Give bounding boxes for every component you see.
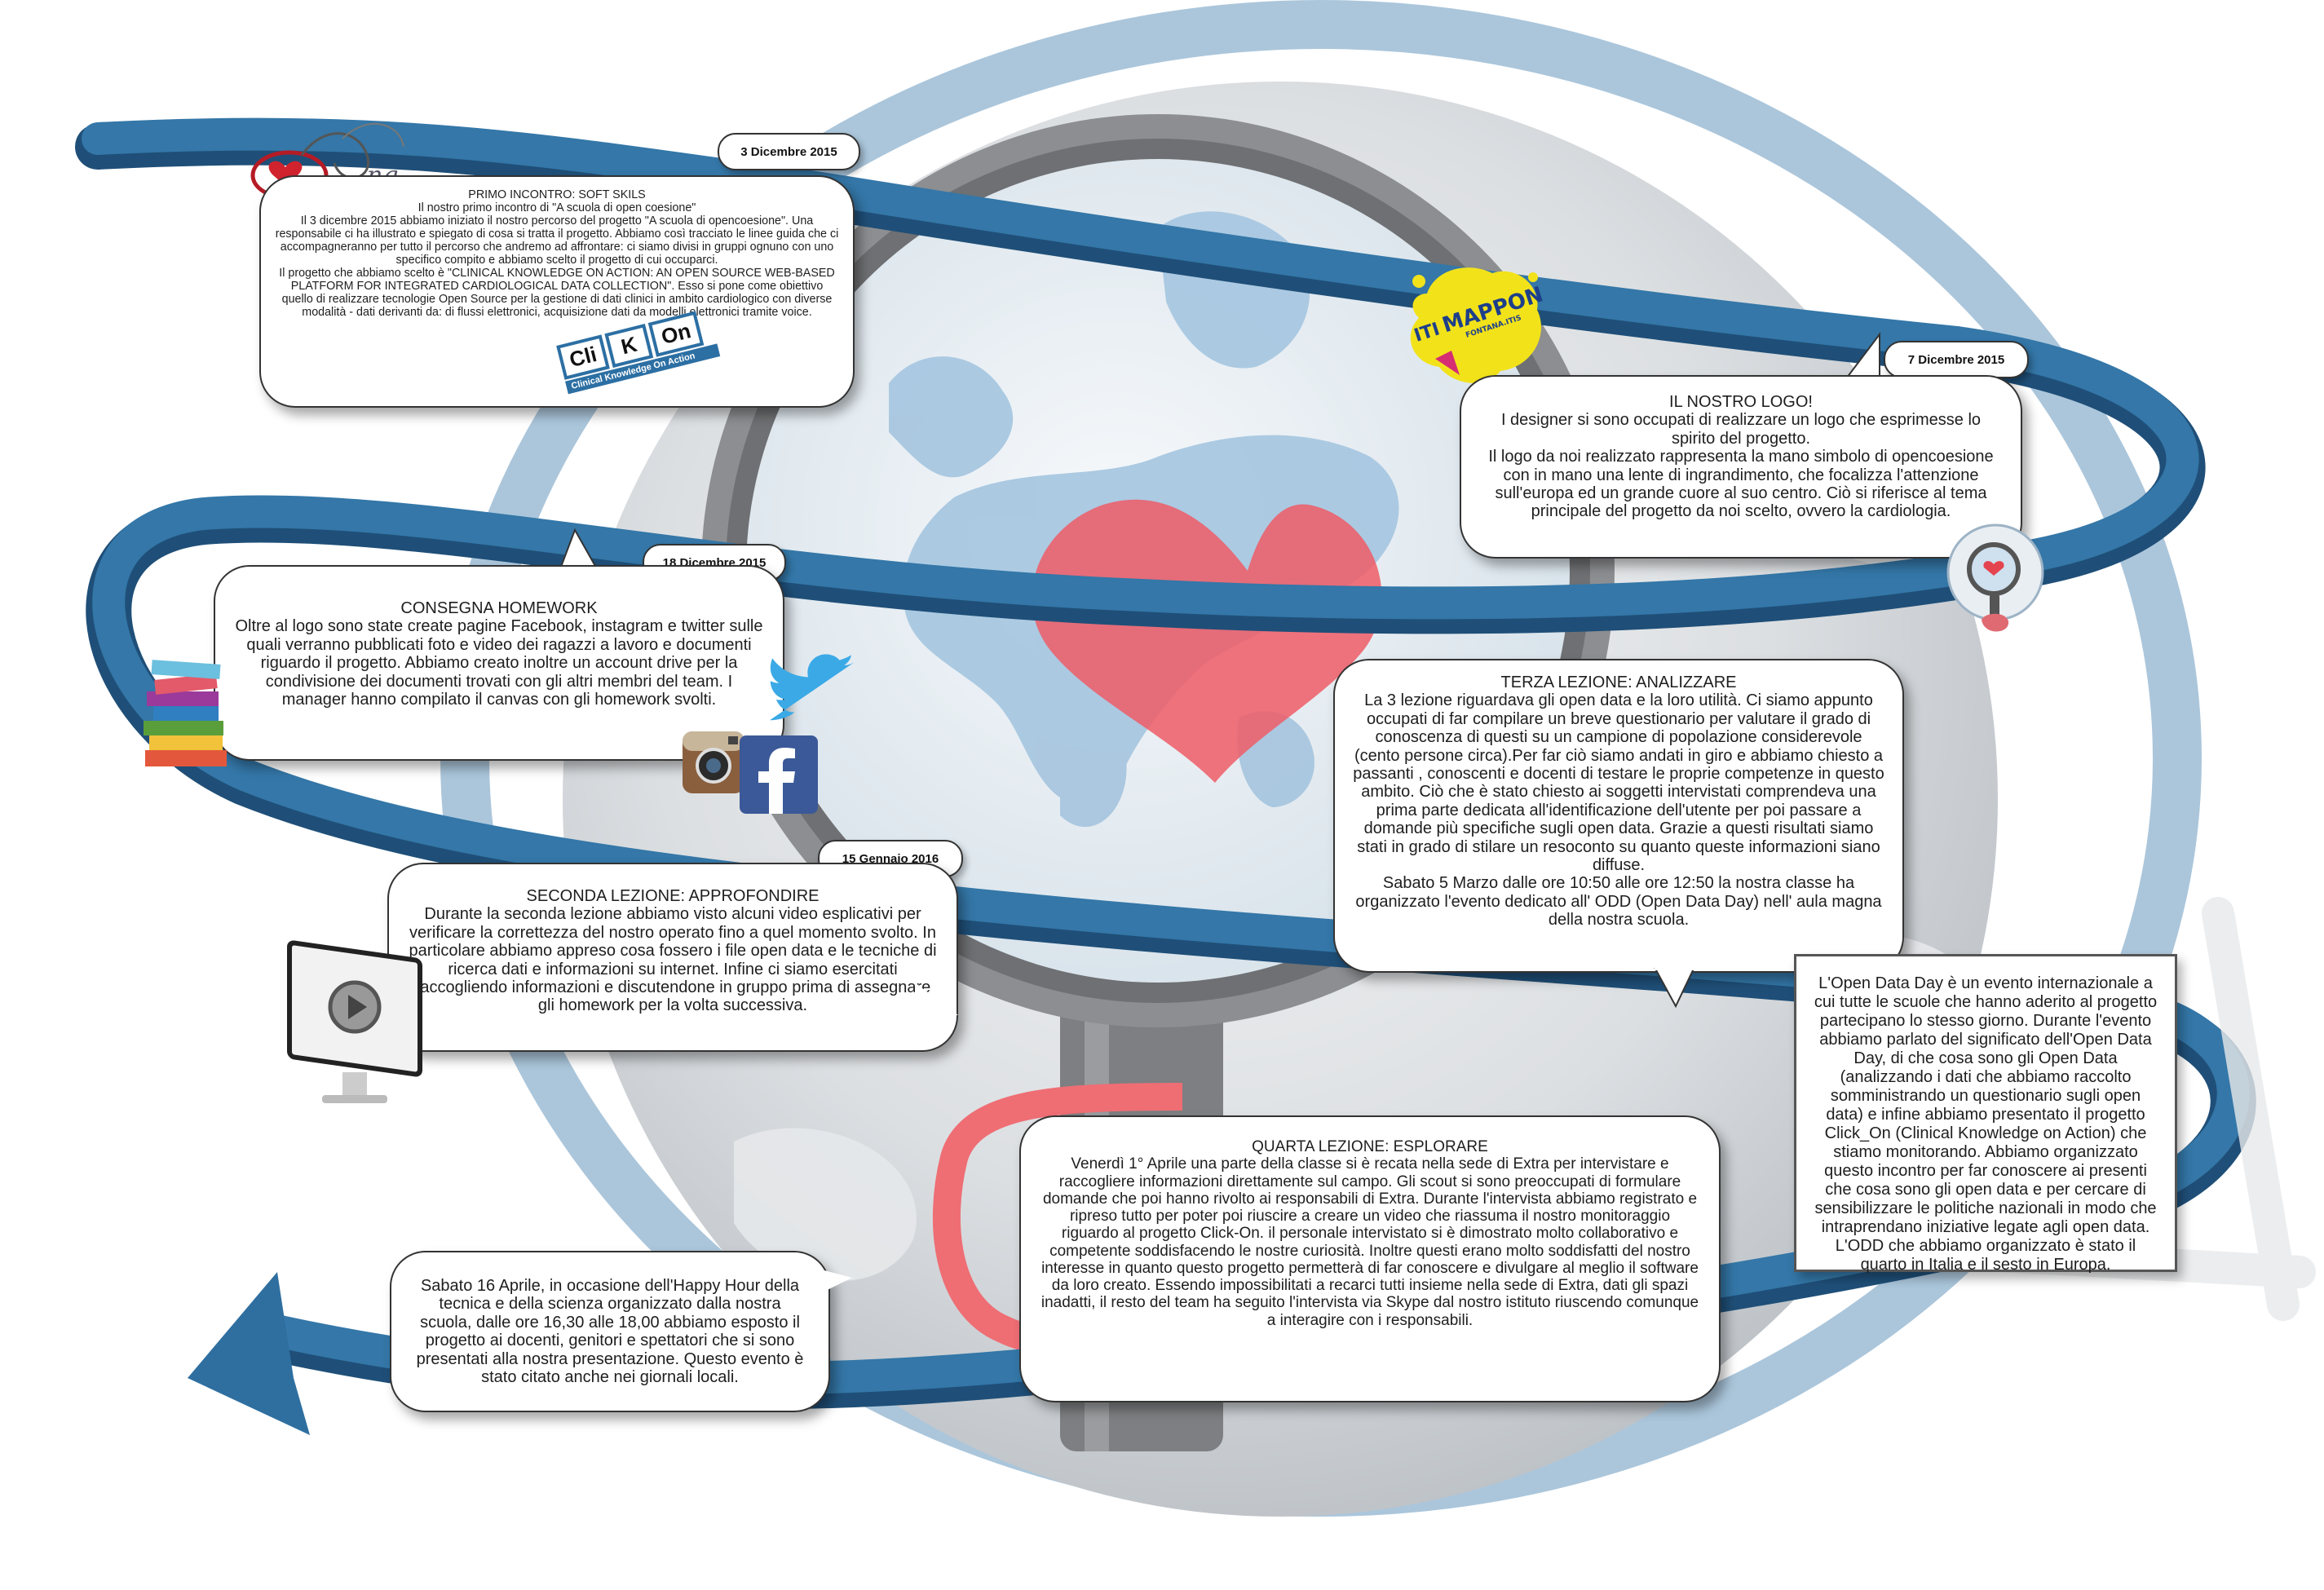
event-title-6: QUARTA LEZIONE: ESPLORARE [1252,1138,1488,1155]
open-data-day-box: L'Open Data Day è un evento internaziona… [1794,954,2177,1274]
bubble-tail-5 [1654,967,1695,1009]
instagram-icon [683,731,744,793]
books-icon [144,660,227,766]
event-text-6: Venerdì 1° Aprile una parte della classe… [1040,1155,1699,1329]
event-card-5: TERZA LEZIONE: ANALIZZARE La 3 lezione r… [1333,659,1904,973]
event-text-2: I designer si sono occupati di realizzar… [1488,411,1994,521]
event-card-7: Sabato 16 Aprile, in occasione dell'Happ… [390,1251,830,1412]
event-text-4: Durante la seconda lezione abbiamo visto… [409,905,937,1015]
mappon-prefix: ITI [1412,319,1443,347]
event-card-1: PRIMO INCONTRO: SOFT SKILS Il nostro pri… [259,175,855,408]
event-title-1: PRIMO INCONTRO: SOFT SKILS [468,188,646,201]
event-text-1: Il nostro primo incontro di "A scuola di… [275,201,839,319]
event-title-5: TERZA LEZIONE: ANALIZZARE [1500,674,1737,691]
event-text-5: La 3 lezione riguardava gli open data e … [1353,691,1884,930]
date-tab-1: 3 Dicembre 2015 [718,133,860,170]
bubble-tail-4 [915,983,958,1015]
event-text-7: Sabato 16 Aprile, in occasione dell'Happ… [416,1277,804,1386]
twitter-icon [770,654,855,721]
event-text-3: Oltre al logo sono state create pagine F… [235,617,763,709]
timeline-arrowhead [188,1272,310,1435]
magnifier-badge-icon [1946,523,2044,632]
open-data-day-text: L'Open Data Day è un evento internaziona… [1814,974,2158,1274]
event-card-6: QUARTA LEZIONE: ESPLORARE Venerdì 1° Apr… [1019,1115,1721,1402]
mappon-logo [1410,267,1541,383]
event-card-2: IL NOSTRO LOGO! I designer si sono occup… [1460,375,2022,559]
bubble-tail-7 [809,1266,852,1299]
date-tab-2: 7 Dicembre 2015 [1884,341,2029,378]
event-title-3: CONSEGNA HOMEWORK [400,599,598,617]
event-card-4: SECONDA LEZIONE: APPROFONDIRE Durante la… [387,863,958,1052]
event-title-2: IL NOSTRO LOGO! [1669,393,1813,411]
heart-shape [1032,499,1382,783]
video-player-icon [287,940,422,1103]
facebook-icon [740,735,818,814]
event-title-4: SECONDA LEZIONE: APPROFONDIRE [526,887,820,905]
event-card-3: CONSEGNA HOMEWORK Oltre al logo sono sta… [214,565,784,761]
